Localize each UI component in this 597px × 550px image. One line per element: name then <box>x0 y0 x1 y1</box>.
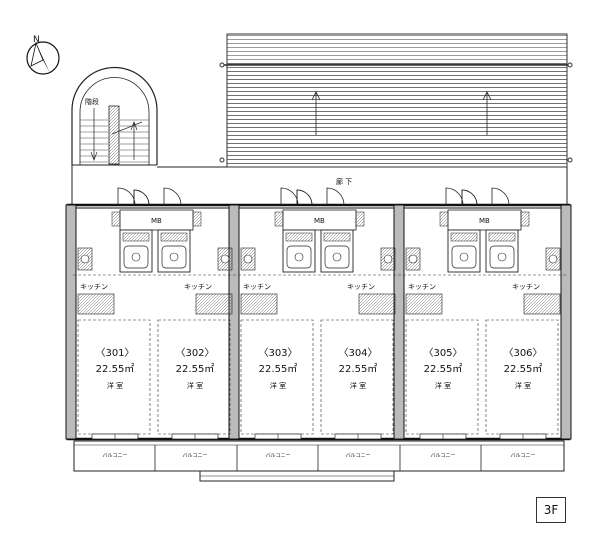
kitchen-counter <box>77 293 115 315</box>
mb-label: MB <box>151 217 162 225</box>
bathtub-icon <box>451 245 477 269</box>
kitchen-label: キッチン <box>80 283 108 291</box>
western-room <box>320 319 394 435</box>
washer-icon <box>220 254 230 264</box>
shoe-box <box>355 211 365 227</box>
shoe-box <box>111 211 121 227</box>
unit-area: 22.55㎡ <box>259 363 298 375</box>
western-room <box>405 319 479 435</box>
toilet-icon <box>459 252 469 262</box>
entrance-door-icon <box>491 187 510 206</box>
washer-icon <box>548 254 558 264</box>
floor-label: 3F <box>536 497 566 523</box>
kitchen-label: キッチン <box>408 283 436 291</box>
unit-area: 22.55㎡ <box>424 363 463 375</box>
shoe-box <box>439 211 449 227</box>
bathtub-icon <box>161 245 187 269</box>
stairs: 階段 <box>71 66 158 165</box>
unit-area: 22.55㎡ <box>339 363 378 375</box>
shoe-box <box>520 211 530 227</box>
mb-door-icon <box>133 189 150 206</box>
room-type-label: 洋 室 <box>187 381 203 390</box>
unit-area: 22.55㎡ <box>176 363 215 375</box>
unit-number: 〈303〉 <box>258 347 297 359</box>
kitchen-label: キッチン <box>347 283 375 291</box>
toilet-icon <box>131 252 141 262</box>
kitchen-label: キッチン <box>512 283 540 291</box>
mb-door-icon <box>461 189 478 206</box>
western-room <box>77 319 151 435</box>
entrance-door-icon <box>445 187 464 206</box>
balcony-label: バルコニー <box>431 453 456 459</box>
building-walls <box>65 203 572 441</box>
balcony-label: バルコニー <box>346 453 371 459</box>
shoe-box <box>192 211 202 227</box>
balcony-label: バルコニー <box>103 453 128 459</box>
toilet-icon <box>294 252 304 262</box>
mb-door-icon <box>296 189 313 206</box>
room-type-label: 洋 室 <box>435 381 451 390</box>
unit-number: 〈302〉 <box>175 347 214 359</box>
room-type-label: 洋 室 <box>515 381 531 390</box>
toilet-icon <box>169 252 179 262</box>
corridor: 廊 下 <box>71 164 568 205</box>
compass-north-label: N <box>33 35 40 45</box>
unit-area: 22.55㎡ <box>504 363 543 375</box>
western-room <box>157 319 231 435</box>
corridor-label: 廊 下 <box>336 177 352 186</box>
balcony-label: バルコニー <box>511 453 536 459</box>
unit-number: 〈306〉 <box>503 347 542 359</box>
kitchen-counter <box>358 293 396 315</box>
mb-label: MB <box>479 217 490 225</box>
bathtub-icon <box>324 245 350 269</box>
kitchen-label: キッチン <box>243 283 271 291</box>
washer-icon <box>80 254 90 264</box>
entrance-door-icon <box>280 187 299 206</box>
kitchen-counter <box>195 293 233 315</box>
compass: N <box>26 35 60 75</box>
washer-icon <box>243 254 253 264</box>
room-type-label: 洋 室 <box>270 381 286 390</box>
kitchen-label: キッチン <box>184 283 212 291</box>
washer-icon <box>383 254 393 264</box>
bathtub-icon <box>123 245 149 269</box>
washer-icon <box>408 254 418 264</box>
stairs-label: 階段 <box>85 97 99 106</box>
unit-number: 〈304〉 <box>338 347 377 359</box>
kitchen-counter <box>523 293 561 315</box>
roof-area <box>219 33 573 168</box>
entrance-door-icon <box>326 187 345 206</box>
toilet-icon <box>332 252 342 262</box>
mb-label: MB <box>314 217 325 225</box>
room-type-label: 洋 室 <box>350 381 366 390</box>
kitchen-counter <box>240 293 278 315</box>
unit-number: 〈301〉 <box>95 347 134 359</box>
western-room <box>485 319 559 435</box>
balcony-area <box>73 440 565 482</box>
bathtub-icon <box>286 245 312 269</box>
entrance-door-icon <box>117 187 136 206</box>
western-room <box>240 319 314 435</box>
entrance-door-icon <box>163 187 182 206</box>
shoe-box <box>274 211 284 227</box>
balcony-label: バルコニー <box>183 453 208 459</box>
balcony-label: バルコニー <box>266 453 291 459</box>
room-type-label: 洋 室 <box>107 381 123 390</box>
unit-number: 〈305〉 <box>423 347 462 359</box>
unit-area: 22.55㎡ <box>96 363 135 375</box>
kitchen-counter <box>405 293 443 315</box>
bathtub-icon <box>489 245 515 269</box>
toilet-icon <box>497 252 507 262</box>
